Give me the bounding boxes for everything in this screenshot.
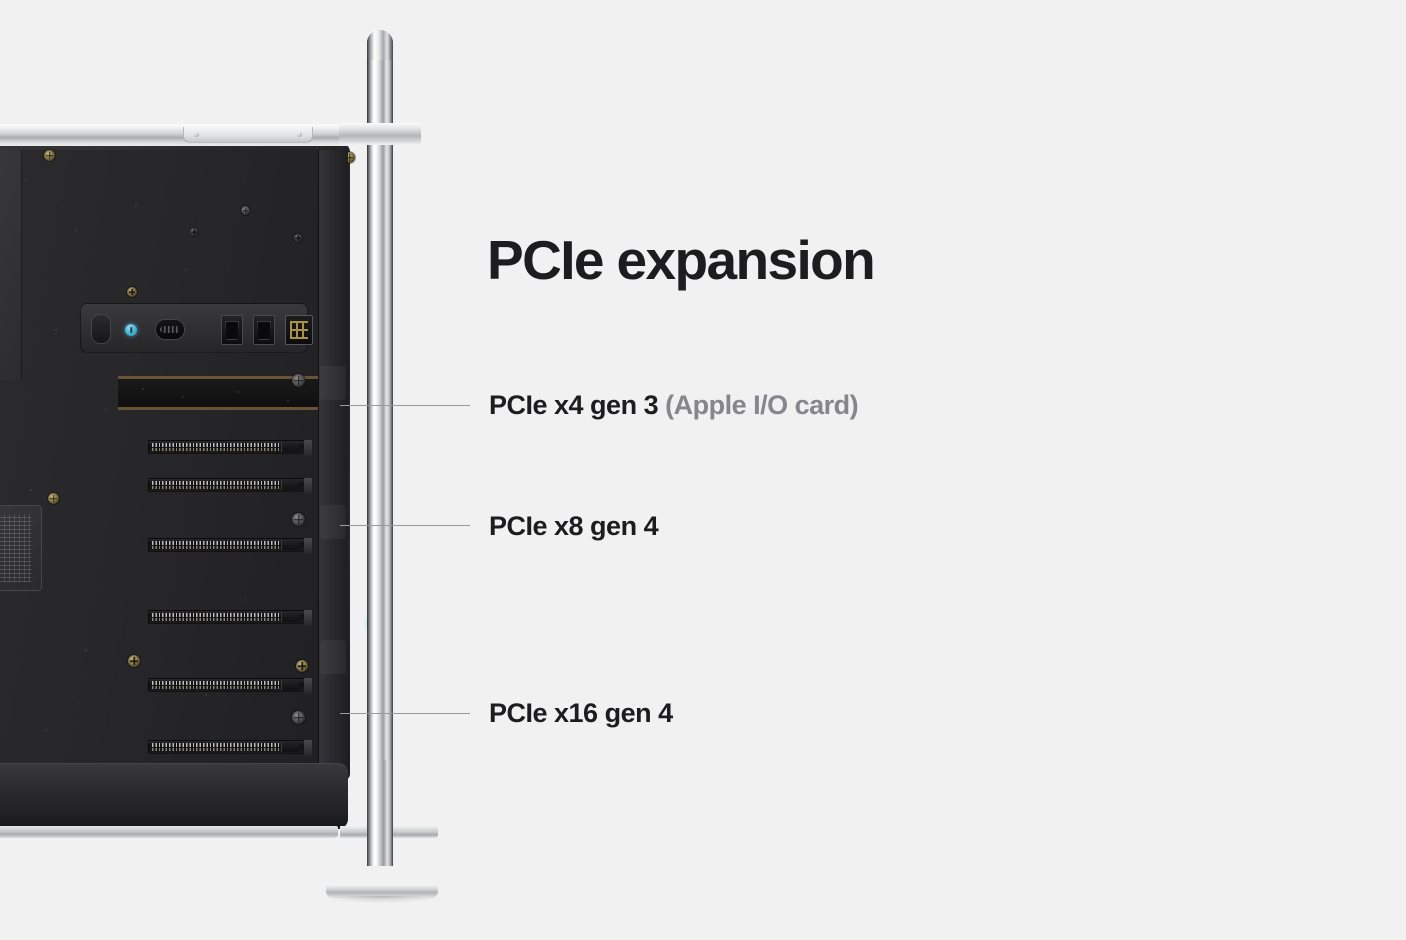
handle-collar xyxy=(339,123,421,145)
handle-foot-shadow xyxy=(322,896,442,903)
pcie-pins-lower xyxy=(152,618,279,621)
pcie-keyer xyxy=(281,442,299,452)
chassis-top-latch xyxy=(183,127,313,143)
mac-pro-cutaway-image xyxy=(0,0,450,940)
page-title: PCIe expansion xyxy=(487,229,876,291)
handle-top-cap xyxy=(367,30,393,60)
pcie-keyer xyxy=(281,742,299,752)
callout-label-main: PCIe x4 gen 3 xyxy=(489,390,659,420)
pcie-pins-lower xyxy=(152,686,279,689)
pcie-latch xyxy=(304,740,312,756)
pcie-pins xyxy=(152,481,279,485)
pcie-slot-2 xyxy=(148,478,312,494)
chassis-screw-icon xyxy=(44,150,55,161)
pcie-slot-3 xyxy=(148,538,312,554)
pcie-slot-5 xyxy=(148,678,312,694)
board-screw-icon xyxy=(292,513,305,526)
pcie-pins xyxy=(152,681,279,685)
callout-label-pcie-x8: PCIe x8 gen 4 xyxy=(489,511,659,542)
callout-label-main: PCIe x16 gen 4 xyxy=(489,698,673,728)
rail-notch xyxy=(320,366,346,400)
pcie-pins xyxy=(152,613,279,617)
pcie-keyer xyxy=(281,680,299,690)
callout-line-pcie-x4 xyxy=(340,405,470,406)
board-screw-icon xyxy=(292,711,305,724)
handle-lower-post xyxy=(367,760,393,866)
board-left-panel xyxy=(0,150,22,380)
chassis-screw-icon xyxy=(294,234,302,242)
pcie-keyer xyxy=(281,480,299,490)
rail-notch xyxy=(320,640,346,674)
pcie-keyer xyxy=(281,612,299,622)
board-chip xyxy=(0,505,42,591)
pcie-latch xyxy=(304,478,312,494)
status-led-icon xyxy=(125,324,137,336)
callout-label-main: PCIe x8 gen 4 xyxy=(489,511,659,541)
board-screw-icon xyxy=(292,374,305,387)
power-button-port-icon[interactable] xyxy=(91,314,111,344)
chassis-screw-icon xyxy=(127,287,137,297)
pcie-keyer xyxy=(281,540,299,550)
usb-c-port-icon[interactable] xyxy=(155,319,185,340)
pcie-slot-4 xyxy=(148,610,312,626)
pcie-slot-6 xyxy=(148,740,312,756)
board-components-texture xyxy=(0,150,326,760)
chassis-bottom-bar xyxy=(0,763,348,829)
latch-screw-right-icon xyxy=(297,132,302,137)
pcie-latch xyxy=(304,538,312,554)
pcie-pins-lower xyxy=(152,546,279,549)
callout-label-pcie-x16: PCIe x16 gen 4 xyxy=(489,698,673,729)
pcie-pins xyxy=(152,541,279,545)
chassis-bottom-band xyxy=(0,826,338,838)
pcie-pins-lower xyxy=(152,448,279,451)
callout-label-sub: (Apple I/O card) xyxy=(658,390,859,420)
pcie-latch xyxy=(304,440,312,456)
board-screw-icon xyxy=(128,655,140,667)
hdmi-port-1-icon[interactable] xyxy=(221,315,243,345)
callout-line-pcie-x8 xyxy=(340,525,470,526)
handle-foot-plate xyxy=(326,884,438,898)
pcie-pins-lower xyxy=(152,486,279,489)
latch-screw-left-icon xyxy=(194,132,199,137)
board-screw-icon xyxy=(296,660,308,672)
pcie-slot-1 xyxy=(148,440,312,456)
pcie-latch xyxy=(304,610,312,626)
pcie-pins xyxy=(152,443,279,447)
chassis-screw-icon xyxy=(48,493,59,504)
chassis-screw-icon xyxy=(241,206,250,215)
io-port-module xyxy=(80,303,313,353)
pcie-latch xyxy=(304,678,312,694)
callout-line-pcie-x16 xyxy=(340,713,470,714)
pcie-pins xyxy=(152,743,279,747)
pcie-pins-lower xyxy=(152,748,279,751)
callout-label-pcie-x4: PCIe x4 gen 3 (Apple I/O card) xyxy=(489,390,859,421)
chassis-screw-icon xyxy=(190,228,198,236)
pin-header-icon xyxy=(285,315,313,345)
handle-tube[interactable] xyxy=(367,30,393,860)
chassis-screw-icon xyxy=(344,152,355,163)
rail-notch xyxy=(320,505,346,539)
hdmi-port-2-icon[interactable] xyxy=(253,315,275,345)
